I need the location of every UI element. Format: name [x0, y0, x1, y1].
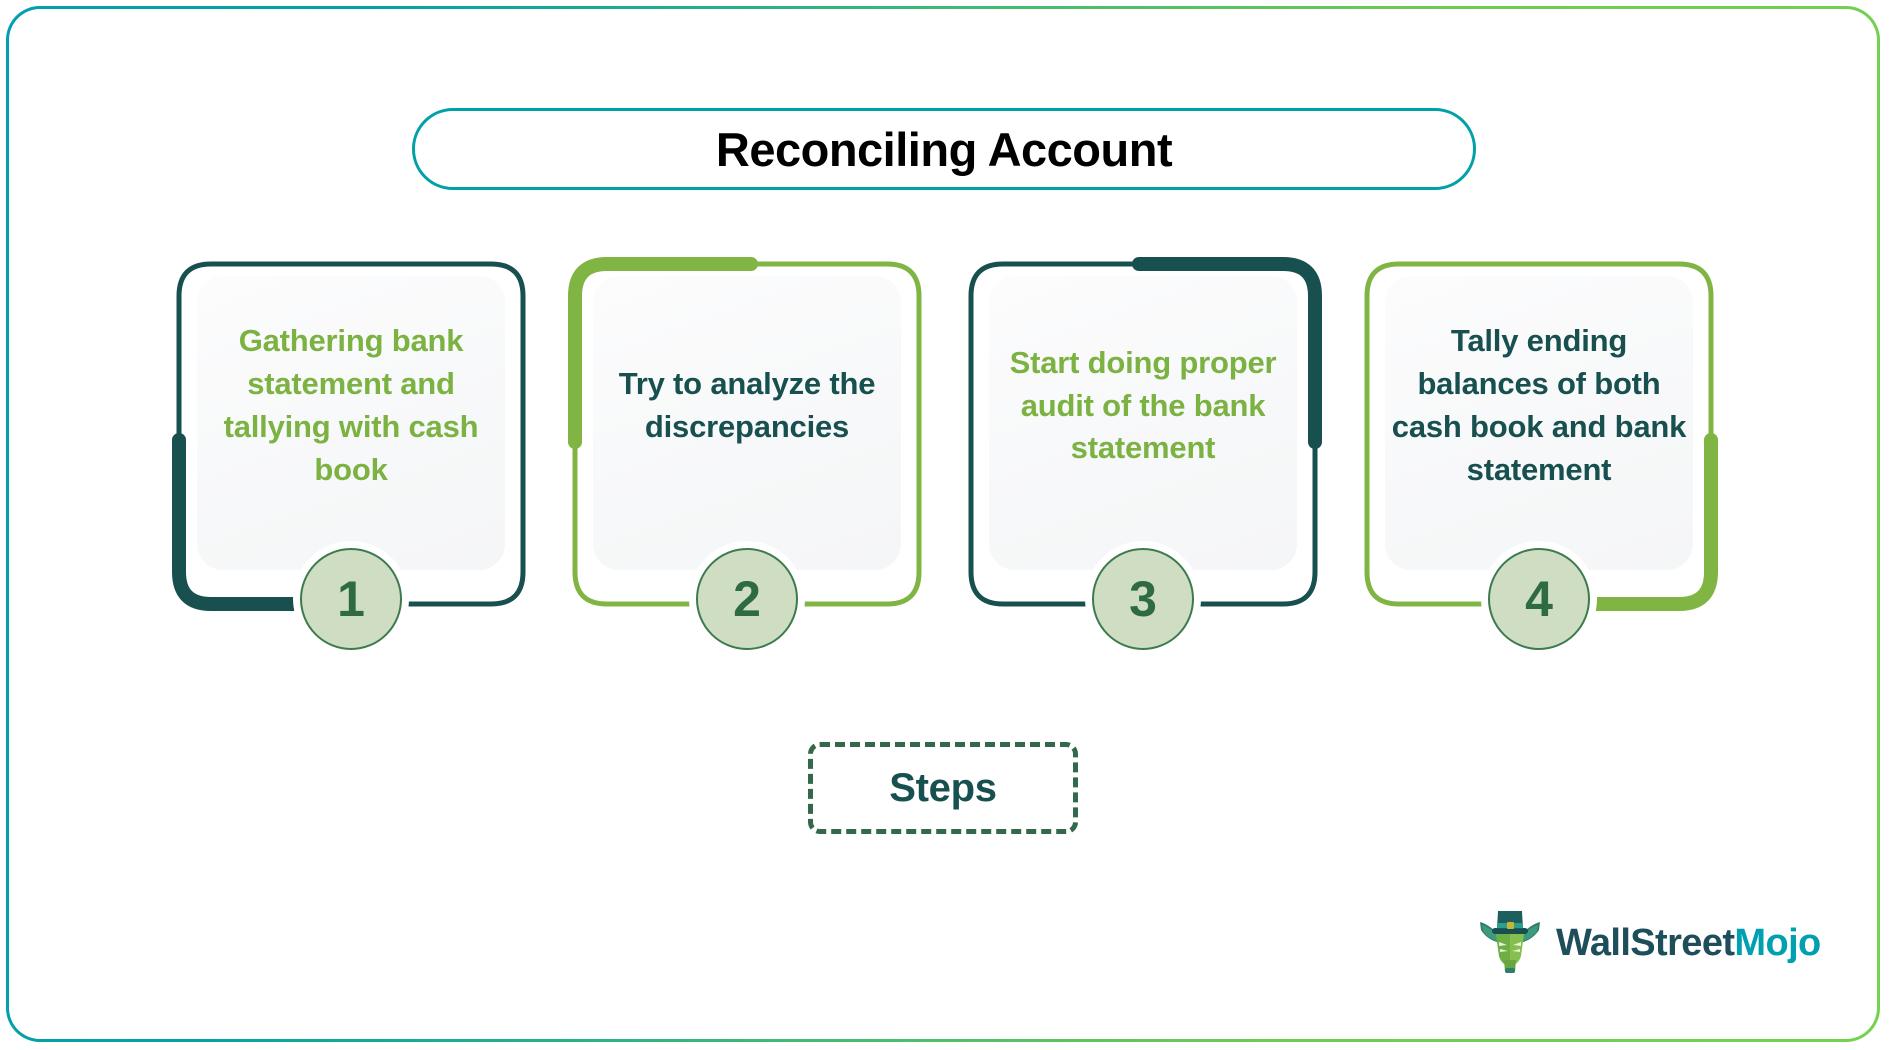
wallstreetmojo-logo[interactable]: WallStreetMojo	[1478, 908, 1821, 978]
step-badge-4-number: 4	[1525, 571, 1553, 627]
logo-word-part2: Mojo	[1734, 922, 1821, 964]
steps-card-row: Gathering bank statement and tallying wi…	[172, 257, 1718, 650]
step-badge-1: 1	[300, 548, 402, 650]
step-card-1-text: Gathering bank statement and tallying wi…	[223, 323, 479, 487]
step-card-4-panel	[1385, 276, 1693, 570]
page-title: Reconciling Account	[715, 122, 1173, 176]
step-card-1-panel	[197, 276, 505, 570]
bull-mascot-top-hat-icon	[1480, 911, 1540, 973]
step-badge-3-number: 3	[1129, 571, 1157, 627]
step-card-2-panel	[593, 276, 901, 570]
steps-label-text: Steps	[889, 765, 997, 810]
step-badge-2: 2	[696, 548, 798, 650]
step-card-3-border	[968, 257, 1322, 607]
logo-word-part1: WallStreet	[1556, 922, 1735, 964]
step-card-2-text: Try to analyze the discrepancies	[618, 366, 876, 444]
step-card-3[interactable]: Start doing proper audit of the bank sta…	[967, 257, 1322, 650]
step-badge-1-number: 1	[337, 571, 365, 627]
step-card-4-text: Tally ending balances of both cash book …	[1391, 323, 1687, 487]
step-badge-2-number: 2	[733, 571, 761, 627]
steps-label-box: Steps	[808, 742, 1078, 834]
step-badge-3: 3	[1092, 548, 1194, 650]
title-pill: Reconciling Account	[412, 108, 1476, 190]
step-card-1[interactable]: Gathering bank statement and tallying wi…	[172, 258, 527, 650]
step-card-3-text: Start doing proper audit of the bank sta…	[1009, 344, 1277, 466]
step-card-1-border	[172, 261, 526, 611]
step-card-3-panel	[989, 276, 1297, 570]
logo-wordmark: WallStreetMojo	[1556, 924, 1821, 962]
step-card-2-border	[568, 257, 922, 607]
step-card-2[interactable]: Try to analyze the discrepancies 2	[568, 257, 923, 650]
step-card-4[interactable]: Tally ending balances of both cash book …	[1363, 258, 1718, 650]
step-card-4-border	[1364, 261, 1718, 611]
step-badge-4: 4	[1488, 548, 1590, 650]
